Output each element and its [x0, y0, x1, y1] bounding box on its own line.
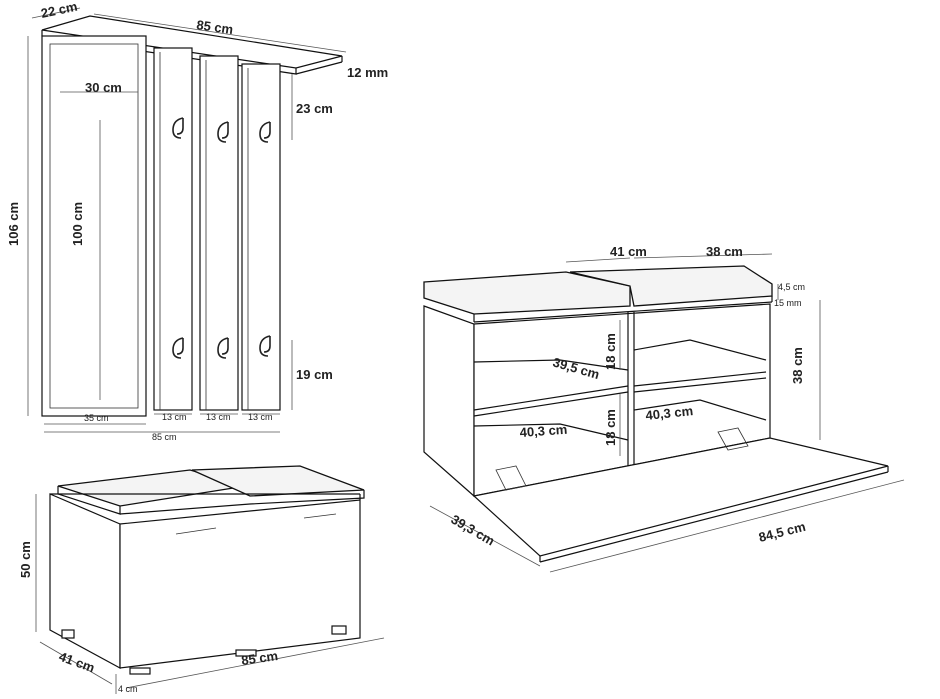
- rack-top-width-label: 85 cm: [196, 17, 235, 37]
- panel-1-width-label: 13 cm: [162, 412, 187, 422]
- bench-foot: [331, 625, 347, 635]
- rack-shelf-thickness-label: 12 mm: [347, 65, 388, 80]
- hook-bottom-offset-label: 19 cm: [296, 367, 333, 382]
- mirror: [49, 43, 139, 409]
- hook-top-offset-label: 23 cm: [296, 101, 333, 116]
- compartment-width-left-label: 40,3 cm: [519, 422, 568, 440]
- mirror-panel-width-label: 35 cm: [84, 413, 109, 423]
- hinge-icon: [717, 427, 749, 451]
- bench-closed: 50 cm 41 cm 85 cm 4 cm: [18, 465, 385, 694]
- mirror-panel: [41, 35, 147, 417]
- cushion-right-width-label: 38 cm: [706, 244, 743, 259]
- bench-foot-height-label: 4 cm: [118, 684, 138, 694]
- mirror-width-label: 30 cm: [85, 80, 122, 95]
- rack-bottom-width-label: 85 cm: [152, 432, 177, 442]
- flap-depth-label: 39,3 cm: [449, 512, 498, 549]
- rack-depth-label: 22 cm: [40, 0, 79, 21]
- bench-width-label: 85 cm: [240, 648, 279, 668]
- board-thickness-label: 15 mm: [774, 298, 802, 308]
- compartment-height-top-label: 18 cm: [603, 333, 618, 370]
- hinge-icon: [495, 465, 527, 491]
- cushion-thickness-label: 4,5 cm: [778, 282, 805, 292]
- open-bench-side: [423, 305, 475, 498]
- bench-height-label: 50 cm: [18, 541, 33, 578]
- compartment-width-right-label: 40,3 cm: [645, 403, 694, 423]
- cushion-left-width-label: 41 cm: [610, 244, 647, 259]
- open-bench-height-label: 38 cm: [790, 347, 805, 384]
- panel-3-width-label: 13 cm: [248, 412, 273, 422]
- compartment-height-bottom-label: 18 cm: [603, 409, 618, 446]
- wall-rack: 22 cm 85 cm 12 mm 106 cm 30 cm 100 cm 23…: [6, 0, 388, 442]
- coat-hook-icon: [172, 117, 271, 359]
- bench-cushion-right: [191, 465, 365, 497]
- mirror-height-label: 100 cm: [70, 202, 85, 246]
- open-bench-cushion-left: [423, 271, 631, 315]
- bench-foot: [235, 649, 257, 657]
- bench-front: [119, 499, 361, 669]
- bench-open: 41 cm 38 cm 4,5 cm 15 mm 39,5 cm 18 cm 3…: [423, 244, 905, 573]
- panel-2-width-label: 13 cm: [206, 412, 231, 422]
- rack-height-label: 106 cm: [6, 202, 21, 246]
- bench-foot: [129, 667, 151, 675]
- bench-foot: [61, 629, 75, 639]
- flap-width-label: 84,5 cm: [757, 519, 807, 545]
